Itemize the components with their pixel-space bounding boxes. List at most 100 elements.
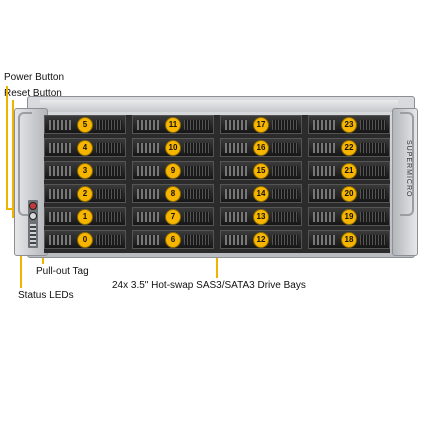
- power-button-label: Power Button: [4, 72, 65, 83]
- drive-bay[interactable]: 11: [132, 115, 214, 134]
- bay-number-badge: 13: [253, 209, 269, 225]
- bay-latch[interactable]: [184, 166, 210, 176]
- drive-bay[interactable]: 18: [308, 230, 390, 249]
- status-leds-callout-line: [20, 244, 22, 288]
- bay-grille: [49, 143, 71, 153]
- drive-bay[interactable]: 1: [44, 207, 126, 226]
- bay-grille: [225, 212, 247, 222]
- bay-number-badge: 20: [341, 186, 357, 202]
- bay-number-badge: 21: [341, 163, 357, 179]
- bay-number-badge: 1: [77, 209, 93, 225]
- bay-latch[interactable]: [184, 189, 210, 199]
- status-leds-label: Status LEDs: [18, 290, 74, 301]
- drive-bay[interactable]: 16: [220, 138, 302, 157]
- bay-number-badge: 8: [165, 186, 181, 202]
- bay-grille: [313, 189, 335, 199]
- drive-bay[interactable]: 2: [44, 184, 126, 203]
- bay-number-badge: 3: [77, 163, 93, 179]
- bay-number-badge: 2: [77, 186, 93, 202]
- bay-latch[interactable]: [96, 189, 122, 199]
- bay-number-badge: 9: [165, 163, 181, 179]
- bay-latch[interactable]: [360, 235, 386, 245]
- bay-grille: [313, 235, 335, 245]
- pull-out-tag-label: Pull-out Tag: [36, 266, 89, 277]
- bay-latch[interactable]: [184, 212, 210, 222]
- bay-grille: [313, 166, 335, 176]
- bay-grille: [49, 166, 71, 176]
- chassis-top-bezel: [40, 100, 398, 112]
- drive-bay[interactable]: 7: [132, 207, 214, 226]
- reset-callout-line: [12, 100, 14, 218]
- bay-number-badge: 0: [77, 232, 93, 248]
- bay-number-badge: 5: [77, 117, 93, 133]
- drive-bay[interactable]: 21: [308, 161, 390, 180]
- drive-bay[interactable]: 14: [220, 184, 302, 203]
- bay-grille: [137, 166, 159, 176]
- drive-bay[interactable]: 9: [132, 161, 214, 180]
- bay-latch[interactable]: [360, 189, 386, 199]
- bay-latch[interactable]: [96, 120, 122, 130]
- bay-number-badge: 12: [253, 232, 269, 248]
- reset-button[interactable]: [29, 212, 37, 220]
- bay-grille: [225, 120, 247, 130]
- power-callout-line: [6, 86, 8, 210]
- drive-bay[interactable]: 22: [308, 138, 390, 157]
- bay-latch[interactable]: [360, 212, 386, 222]
- bay-grille: [225, 189, 247, 199]
- bay-number-badge: 23: [341, 117, 357, 133]
- drive-bay[interactable]: 10: [132, 138, 214, 157]
- bay-latch[interactable]: [184, 235, 210, 245]
- drive-bay[interactable]: 4: [44, 138, 126, 157]
- bay-latch[interactable]: [272, 212, 298, 222]
- power-button[interactable]: [29, 202, 37, 210]
- reset-button-label: Reset Button: [4, 88, 62, 99]
- bay-latch[interactable]: [96, 166, 122, 176]
- drive-bay[interactable]: 5: [44, 115, 126, 134]
- bay-number-badge: 16: [253, 140, 269, 156]
- drive-bay[interactable]: 15: [220, 161, 302, 180]
- bay-number-badge: 18: [341, 232, 357, 248]
- bay-grille: [49, 189, 71, 199]
- bay-latch[interactable]: [272, 143, 298, 153]
- drive-bay[interactable]: 23: [308, 115, 390, 134]
- status-leds: [30, 224, 36, 246]
- bay-latch[interactable]: [184, 143, 210, 153]
- bay-grille: [137, 235, 159, 245]
- bay-latch[interactable]: [96, 143, 122, 153]
- bay-number-badge: 17: [253, 117, 269, 133]
- right-handle[interactable]: [400, 112, 414, 216]
- bay-number-badge: 4: [77, 140, 93, 156]
- bay-number-badge: 22: [341, 140, 357, 156]
- bay-grille: [49, 212, 71, 222]
- drive-bay[interactable]: 8: [132, 184, 214, 203]
- bay-latch[interactable]: [184, 120, 210, 130]
- bay-latch[interactable]: [96, 212, 122, 222]
- bay-latch[interactable]: [96, 235, 122, 245]
- bay-latch[interactable]: [360, 143, 386, 153]
- bay-number-badge: 19: [341, 209, 357, 225]
- bay-latch[interactable]: [360, 120, 386, 130]
- bay-latch[interactable]: [272, 120, 298, 130]
- drive-bay[interactable]: 3: [44, 161, 126, 180]
- bay-number-badge: 14: [253, 186, 269, 202]
- drive-bay[interactable]: 6: [132, 230, 214, 249]
- drive-bay[interactable]: 12: [220, 230, 302, 249]
- bay-grille: [49, 120, 71, 130]
- bay-latch[interactable]: [360, 166, 386, 176]
- bay-grille: [137, 120, 159, 130]
- bay-latch[interactable]: [272, 189, 298, 199]
- drive-bay[interactable]: 17: [220, 115, 302, 134]
- left-handle[interactable]: [18, 112, 32, 216]
- drive-bay[interactable]: 13: [220, 207, 302, 226]
- drive-bay[interactable]: 0: [44, 230, 126, 249]
- bay-number-badge: 6: [165, 232, 181, 248]
- bay-latch[interactable]: [272, 166, 298, 176]
- bay-grille: [137, 143, 159, 153]
- bay-number-badge: 11: [165, 117, 181, 133]
- bay-latch[interactable]: [272, 235, 298, 245]
- drive-bays-label: 24x 3.5" Hot-swap SAS3/SATA3 Drive Bays: [112, 280, 306, 291]
- drive-bay[interactable]: 20: [308, 184, 390, 203]
- bay-number-badge: 7: [165, 209, 181, 225]
- drive-bay[interactable]: 19: [308, 207, 390, 226]
- bay-grille: [313, 143, 335, 153]
